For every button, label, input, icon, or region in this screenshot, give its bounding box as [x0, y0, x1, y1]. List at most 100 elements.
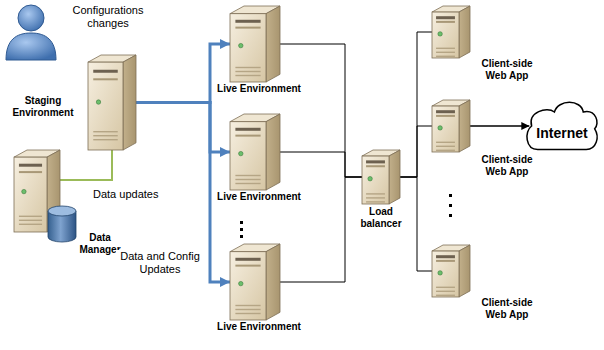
- power-light: [438, 271, 442, 275]
- server-front: [230, 252, 266, 320]
- server-icon: [432, 245, 470, 297]
- node-label: Client-side Web App: [476, 154, 538, 178]
- server-front: [432, 12, 459, 58]
- server-front: [88, 62, 123, 150]
- power-light: [96, 100, 100, 104]
- drive-slot: [436, 16, 455, 19]
- vent-line: [19, 216, 42, 217]
- drive-slot: [235, 135, 260, 137]
- drive-slot: [93, 78, 118, 80]
- internet-cloud: Internet: [524, 98, 600, 154]
- vent-line: [436, 150, 455, 151]
- vent-line: [436, 52, 455, 53]
- vent-line: [19, 224, 42, 225]
- vent-line: [235, 183, 260, 184]
- server-icon: [88, 55, 136, 150]
- vent-line: [436, 146, 455, 147]
- continuation-dots: [449, 194, 452, 217]
- dot: [240, 221, 243, 224]
- power-light: [239, 43, 243, 47]
- connector: [136, 44, 230, 103]
- dot: [449, 204, 452, 207]
- power-light: [239, 281, 243, 285]
- server-icon: [432, 6, 470, 58]
- drive-slot: [19, 171, 42, 173]
- node-label: Client-side Web App: [476, 58, 538, 82]
- drive-slot: [436, 255, 455, 258]
- server-side: [266, 244, 280, 320]
- drive-slot: [235, 265, 260, 267]
- cylinder-top: [48, 206, 76, 216]
- drive-slot: [436, 260, 455, 262]
- vent-line: [93, 135, 118, 136]
- node-label: Live Environment: [216, 191, 302, 203]
- connector: [60, 150, 112, 180]
- power-light: [438, 126, 442, 130]
- icon-group: [230, 114, 280, 190]
- server-side: [389, 150, 400, 204]
- server-side: [123, 55, 136, 150]
- node-label: Staging Environment: [2, 95, 84, 119]
- connector: [400, 177, 432, 271]
- data-manager-server: Data Manager: [14, 150, 76, 242]
- server-icon: [432, 100, 470, 152]
- annotation: Data and Config Updates: [116, 250, 204, 276]
- node-label: Live Environment: [216, 83, 302, 95]
- connector: [400, 126, 432, 177]
- drive-slot: [235, 20, 260, 23]
- vent-line: [235, 309, 260, 310]
- vent-line: [235, 179, 260, 180]
- node-label: Live Environment: [216, 321, 302, 333]
- icon-group: [230, 6, 280, 82]
- icon-group: [362, 150, 400, 204]
- vent-line: [366, 201, 385, 202]
- db-icon: [14, 150, 76, 242]
- drive-slot: [366, 165, 385, 167]
- drive-slot: [436, 110, 455, 113]
- live-server: Live Environment: [230, 244, 280, 320]
- vent-line: [19, 220, 42, 221]
- person-head: [18, 5, 44, 31]
- vent-line: [235, 313, 260, 314]
- dot: [240, 228, 243, 231]
- vent-line: [235, 75, 260, 76]
- node-label: Client-side Web App: [476, 297, 538, 321]
- drive-slot: [19, 164, 42, 167]
- vent-line: [93, 139, 118, 140]
- server-side: [266, 114, 280, 190]
- person-icon: [6, 5, 56, 60]
- vent-line: [366, 193, 385, 194]
- dot: [449, 214, 452, 217]
- live-server: Live Environment: [230, 6, 280, 82]
- vent-line: [93, 131, 118, 132]
- vent-line: [436, 287, 455, 288]
- drive-slot: [436, 21, 455, 23]
- vent-line: [436, 295, 455, 296]
- server-front: [14, 157, 47, 232]
- icon-group: [230, 244, 280, 320]
- vent-line: [235, 305, 260, 306]
- connector: [136, 103, 230, 153]
- vent-line: [436, 56, 455, 57]
- dot: [449, 194, 452, 197]
- vent-line: [235, 71, 260, 72]
- drive-slot: [436, 115, 455, 117]
- drive-slot: [235, 128, 260, 131]
- server-front: [432, 251, 459, 297]
- client-server: Client-side Web App: [432, 100, 470, 152]
- vent-line: [366, 197, 385, 198]
- drive-slot: [235, 27, 260, 29]
- cloud-label: Internet: [524, 125, 600, 141]
- server-side: [459, 100, 470, 152]
- vent-line: [436, 48, 455, 49]
- server-side: [266, 6, 280, 82]
- server-icon: [230, 114, 280, 190]
- icon-group: [14, 150, 76, 242]
- vent-line: [436, 142, 455, 143]
- vent-line: [436, 291, 455, 292]
- icon-group: [88, 55, 136, 150]
- connector: [280, 152, 362, 177]
- client-server: Client-side Web App: [432, 245, 470, 297]
- annotation: Configurations changes: [62, 4, 154, 30]
- icon-group: [432, 245, 470, 297]
